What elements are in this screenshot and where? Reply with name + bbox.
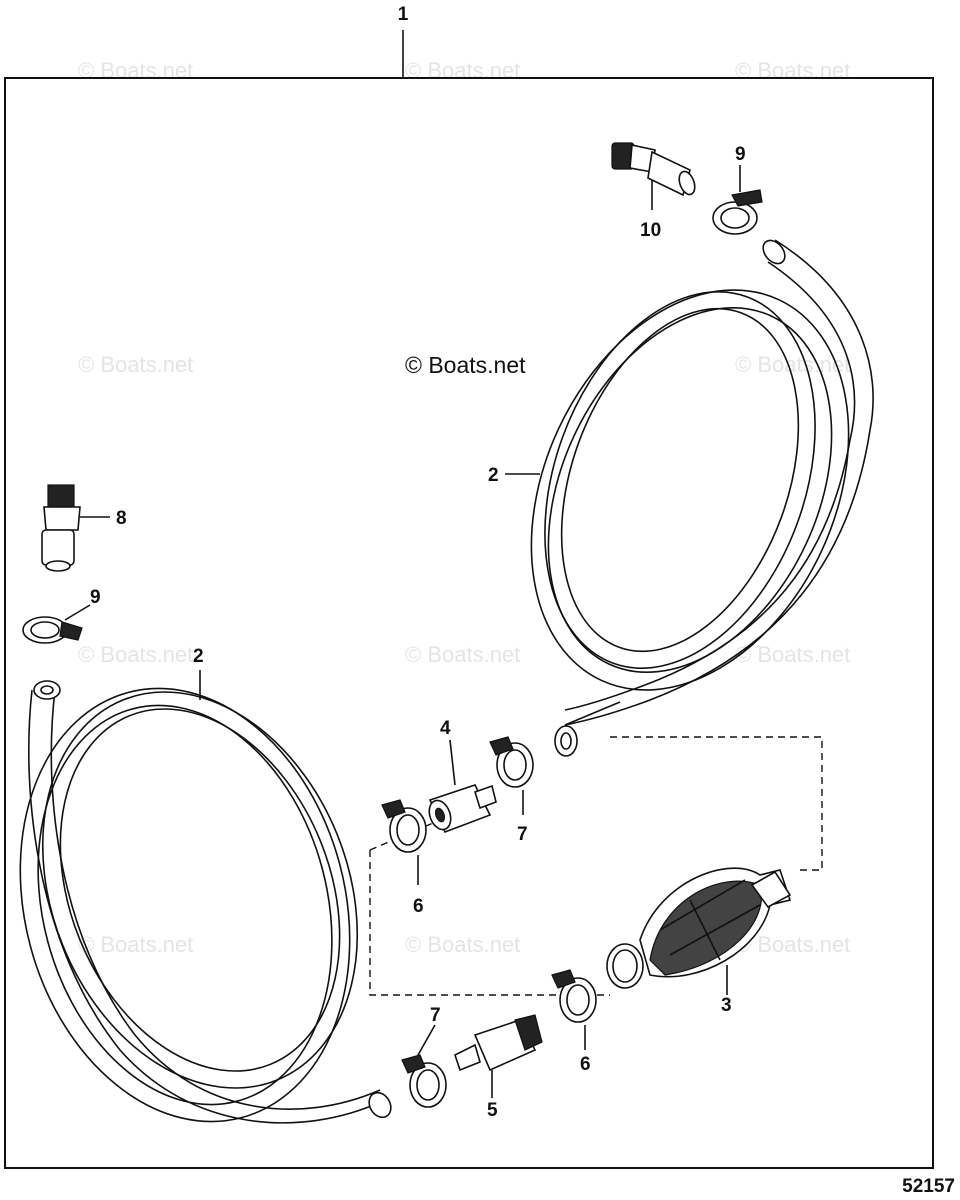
watermark: © Boats.net	[78, 932, 193, 957]
primer-bulb	[606, 867, 792, 989]
callout-clamp-9-right: 9	[735, 144, 746, 165]
callout-primer-bulb: 3	[721, 995, 732, 1016]
watermarks: © Boats.net © Boats.net © Boats.net © Bo…	[78, 58, 850, 957]
copyright-label: © Boats.net	[405, 352, 526, 378]
clamp-9-left	[22, 616, 83, 644]
fitting-4	[428, 784, 497, 834]
clamp-7-lower	[401, 1054, 447, 1108]
watermark: © Boats.net	[78, 642, 193, 667]
clamp-6-upper	[381, 799, 427, 853]
fuel-hose-left	[19, 680, 392, 1124]
fitting-10	[611, 142, 696, 197]
watermark: © Boats.net	[735, 352, 850, 377]
fitting-8	[41, 484, 81, 572]
leader-fitting-4	[449, 739, 456, 786]
callout-kit: 1	[398, 4, 409, 25]
fuel-hose-right	[530, 239, 874, 757]
callout-clamp-6-upper: 6	[413, 896, 424, 917]
watermark: © Boats.net	[405, 58, 520, 83]
clamp-9-right	[712, 189, 763, 235]
watermark: © Boats.net	[78, 58, 193, 83]
leader-clamp-7-lower	[417, 1024, 436, 1056]
callout-fitting-10: 10	[640, 220, 661, 241]
assembly-outline	[369, 736, 823, 996]
watermark: © Boats.net	[735, 642, 850, 667]
callout-clamp-6-lower: 6	[580, 1054, 591, 1075]
callout-fitting-8: 8	[116, 508, 127, 529]
fitting-5	[454, 1014, 543, 1072]
callout-clamp-9-left: 9	[90, 587, 101, 608]
watermark: © Boats.net	[78, 352, 193, 377]
callout-fitting-4: 4	[440, 718, 451, 739]
clamp-6-lower	[551, 969, 597, 1023]
watermark: © Boats.net	[405, 932, 520, 957]
watermark: © Boats.net	[735, 58, 850, 83]
leader-clamp-9-left	[64, 604, 91, 621]
watermark: © Boats.net	[405, 642, 520, 667]
kit-border	[4, 77, 934, 1169]
callout-fitting-5: 5	[487, 1100, 498, 1121]
figure-number: 52157	[902, 1176, 955, 1197]
callout-hose-left: 2	[193, 646, 204, 667]
callout-clamp-7-lower: 7	[430, 1005, 441, 1026]
clamp-7-upper	[489, 736, 534, 788]
callout-hose-right: 2	[488, 465, 499, 486]
callout-clamp-7-upper: 7	[517, 824, 528, 845]
